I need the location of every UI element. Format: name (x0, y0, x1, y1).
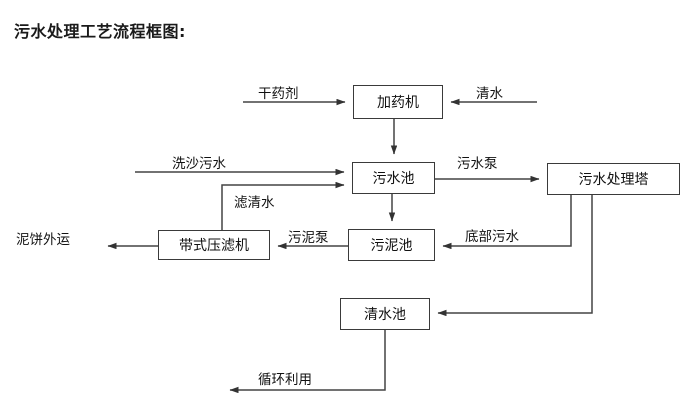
edge-label-filtered-water: 滤清水 (234, 195, 275, 211)
edge-tower-bottom-to-sludge-pool (442, 195, 572, 250)
edge-clear-pool-to-recycle (229, 330, 386, 394)
edge-filtered-water-to-sewage-pool (221, 181, 345, 230)
edge-label-clean-water: 清水 (476, 86, 503, 102)
node-belt-filter-press-label: 带式压滤机 (179, 238, 249, 254)
page-title: 污水处理工艺流程框图: (14, 22, 186, 41)
node-dosing-machine-label: 加药机 (377, 95, 419, 111)
node-sewage-treatment-tower[interactable]: 污水处理塔 (547, 163, 680, 195)
edge-tower-to-clear-pool (437, 195, 593, 317)
node-clear-water-pool[interactable]: 清水池 (340, 298, 430, 330)
terminal-label-recycle-use: 循环利用 (258, 372, 312, 388)
node-sewage-treatment-tower-label: 污水处理塔 (578, 172, 649, 188)
edge-label-sand-wash-water: 洗沙污水 (172, 156, 226, 172)
node-belt-filter-press[interactable]: 带式压滤机 (158, 230, 270, 260)
edge-label-bottom-sewage: 底部污水 (465, 229, 519, 245)
edge-label-dry-agent: 干药剂 (258, 86, 299, 102)
node-clear-water-pool-label: 清水池 (364, 307, 406, 323)
node-sludge-pool[interactable]: 污泥池 (348, 229, 435, 261)
terminal-label-mud-cake-out: 泥饼外运 (16, 232, 70, 248)
node-sewage-pool-label: 污水池 (372, 171, 415, 187)
node-dosing-machine[interactable]: 加药机 (353, 85, 443, 119)
edge-label-sludge-pump: 污泥泵 (288, 230, 329, 246)
edge-label-sewage-pump: 污水泵 (457, 156, 498, 172)
node-sewage-pool[interactable]: 污水池 (352, 162, 435, 194)
node-sludge-pool-label: 污泥池 (370, 238, 413, 254)
